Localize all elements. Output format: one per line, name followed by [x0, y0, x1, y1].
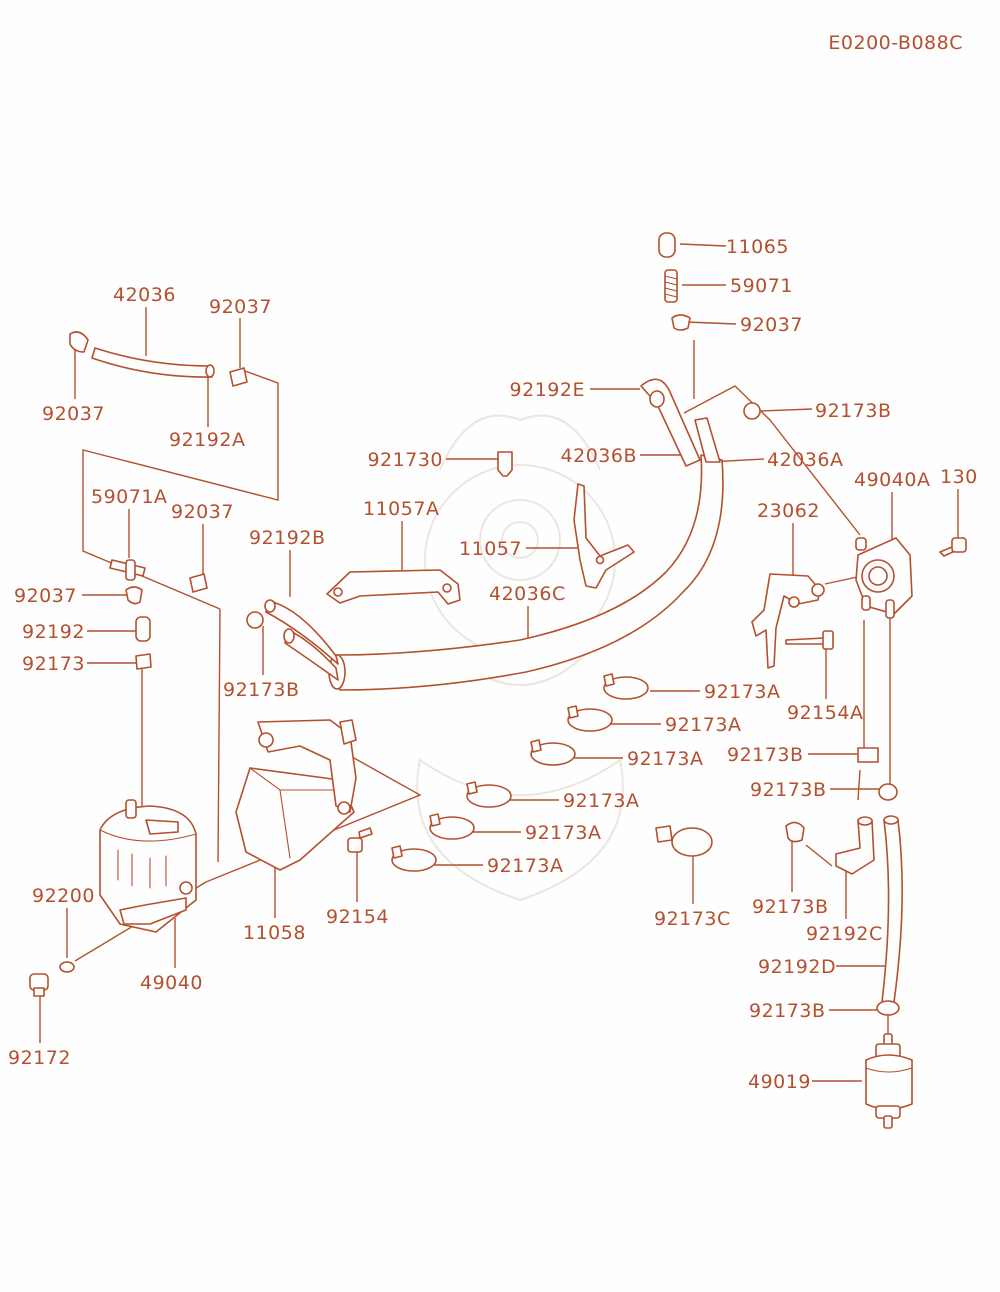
diagram-code: E0200-B088C: [828, 32, 963, 54]
part-label-c-92192B: 92192B: [249, 527, 325, 549]
clamp-92173B-right: [878, 783, 898, 801]
part-label-c-92037-lower: 92037: [14, 585, 77, 607]
pin-11065: [658, 232, 676, 258]
hose-42036B: [640, 378, 721, 467]
clamp-92173: [135, 653, 152, 670]
clip-92037-mid: [189, 573, 208, 593]
part-label-c-92173B-right: 92173B: [750, 779, 826, 801]
part-label-c-42036-left: 42036: [113, 284, 176, 306]
leader-line-c-92037-top: [685, 321, 737, 325]
part-label-c-92154A: 92154A: [787, 702, 863, 724]
part-number-labels: 11065 59071 92037 92192E 92173B 42036B 42036A 9…: [8, 236, 978, 1093]
part-label-c-11057: 11057: [459, 538, 522, 560]
bracket-11057: [573, 483, 635, 589]
part-label-c-92173B-bottom: 92173B: [749, 1000, 825, 1022]
canister-49040: [99, 799, 197, 933]
part-label-c-59071: 59071: [730, 275, 793, 297]
part-label-c-92173A-2: 92173A: [665, 714, 741, 736]
part-label-c-92037-left: 92037: [42, 403, 105, 425]
clamp-92173A-3: [530, 739, 576, 766]
clamp-92173A-1: [603, 673, 649, 700]
part-label-c-11058: 11058: [243, 922, 306, 944]
clamp-92173B-bottom: [876, 1000, 900, 1016]
fuel-pump-49040A: [855, 537, 913, 619]
part-label-c-92173A-4: 92173A: [563, 790, 639, 812]
clamp-92173B-low: [785, 821, 805, 843]
clip-92037-lower: [125, 586, 143, 605]
hose-42036: [69, 331, 215, 378]
part-label-c-49040A: 49040A: [854, 469, 930, 491]
part-label-c-42036A: 42036A: [767, 449, 843, 471]
part-label-c-49040: 49040: [140, 972, 203, 994]
clamp-92173B-mid: [857, 747, 879, 763]
leader-line-c-92173B-top: [759, 408, 813, 412]
part-label-c-92173A-6: 92173A: [487, 855, 563, 877]
part-label-c-92173B-top: 92173B: [815, 400, 891, 422]
leader-line-c-11065: [679, 243, 727, 247]
clamp-92173B-left: [246, 611, 264, 629]
part-label-c-92192C: 92192C: [806, 923, 883, 945]
clamp-92173C: [655, 825, 713, 857]
bolt-130: [939, 537, 967, 557]
part-label-c-11057A: 11057A: [363, 498, 439, 520]
washer-92200: [59, 961, 75, 973]
clamp-92173A-4: [466, 781, 512, 808]
part-label-c-23062: 23062: [757, 500, 820, 522]
bracket-11057A: [326, 569, 461, 605]
part-label-c-92192A: 92192A: [169, 429, 245, 451]
bolt-92154: [347, 827, 373, 853]
part-label-c-92173: 92173: [22, 653, 85, 675]
part-label-c-92172: 92172: [8, 1047, 71, 1069]
part-label-c-92173A-5: 92173A: [525, 822, 601, 844]
part-label-c-92173B-low: 92173B: [752, 896, 828, 918]
hose-92192C: [835, 816, 875, 875]
bracket-23062: [751, 573, 825, 669]
part-label-c-42036B: 42036B: [561, 445, 637, 467]
part-label-c-49019: 49019: [748, 1071, 811, 1093]
part-label-c-130: 130: [940, 466, 978, 488]
nozzle-921730: [497, 451, 513, 477]
part-label-c-92200: 92200: [32, 885, 95, 907]
clamp-92173A-6: [391, 845, 437, 872]
fuel-filter-49019: [865, 1033, 913, 1129]
stud-59071: [664, 269, 678, 303]
shield-11058: [235, 719, 357, 871]
part-label-c-11065: 11065: [726, 236, 789, 258]
part-label-c-92173B-left: 92173B: [223, 679, 299, 701]
part-label-c-92173A-3: 92173A: [627, 748, 703, 770]
part-label-c-59071A: 59071A: [91, 486, 167, 508]
clamp-92173B-top: [743, 402, 761, 420]
hose-92192: [135, 616, 151, 642]
part-label-c-92192: 92192: [22, 621, 85, 643]
hose-42036C: [264, 454, 724, 691]
clamp-92173A-5: [429, 813, 475, 840]
fitting-59071A: [109, 559, 146, 581]
part-label-c-92192D: 92192D: [758, 956, 836, 978]
part-label-c-42036C: 42036C: [489, 583, 566, 605]
part-label-c-92173A-1: 92173A: [704, 681, 780, 703]
part-label-c-92173B-mid: 92173B: [727, 744, 803, 766]
part-label-c-92037-upper: 92037: [209, 296, 272, 318]
part-label-c-92037-top: 92037: [740, 314, 803, 336]
part-label-c-92173C: 92173C: [654, 908, 731, 930]
bolt-92172: [29, 973, 49, 997]
part-label-c-92192E: 92192E: [510, 379, 585, 401]
hose-92192D: [881, 815, 903, 1003]
part-label-c-92037-mid: 92037: [171, 501, 234, 523]
part-label-c-921730: 921730: [367, 449, 443, 471]
part-label-c-92154: 92154: [326, 906, 389, 928]
bolt-92154A: [785, 630, 834, 650]
clamp-92173A-2: [567, 705, 613, 732]
clip-92037-upper: [229, 367, 248, 387]
clip-92037-top: [671, 314, 691, 331]
